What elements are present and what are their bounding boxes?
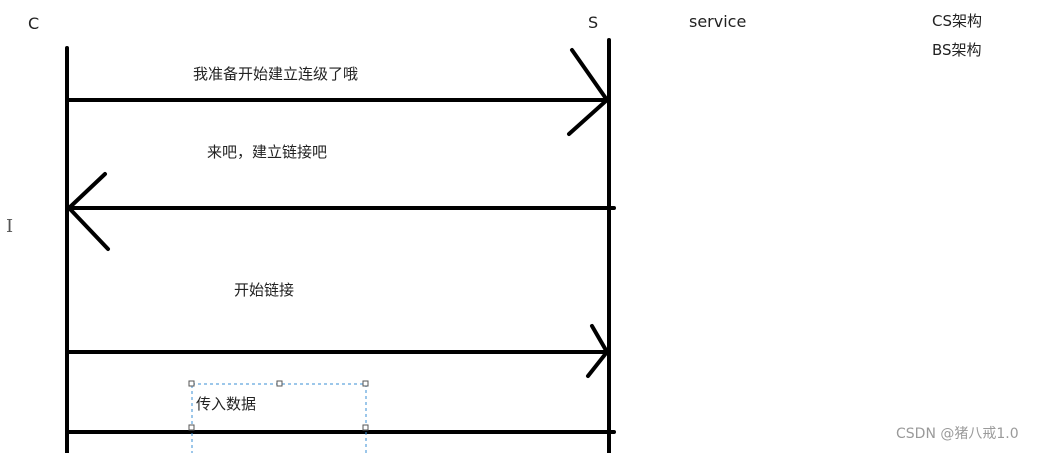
message-label-2: 来吧，建立链接吧	[207, 143, 328, 161]
resize-handle	[276, 380, 283, 387]
server-label: S	[588, 13, 599, 32]
message-arrow-1	[65, 48, 610, 136]
watermark: CSDN @猪八戒1.0	[896, 426, 1019, 442]
bs-architecture-note: BS架构	[932, 41, 982, 59]
message-arrow-2	[66, 172, 616, 251]
message-label-4[interactable]: 传入数据	[196, 395, 257, 413]
cs-architecture-note: CS架构	[932, 12, 982, 30]
text-selection-frame[interactable]	[188, 380, 369, 453]
text-cursor-icon: I	[6, 216, 14, 237]
message-arrow-3	[65, 324, 610, 378]
message-label-1: 我准备开始建立连级了哦	[193, 65, 359, 83]
resize-handle	[362, 424, 369, 431]
client-label: C	[28, 14, 40, 33]
message-label-3: 开始链接	[234, 281, 295, 299]
resize-handle	[362, 380, 369, 387]
resize-handle	[188, 380, 195, 387]
service-label: service	[689, 12, 747, 31]
resize-handle	[188, 424, 195, 431]
